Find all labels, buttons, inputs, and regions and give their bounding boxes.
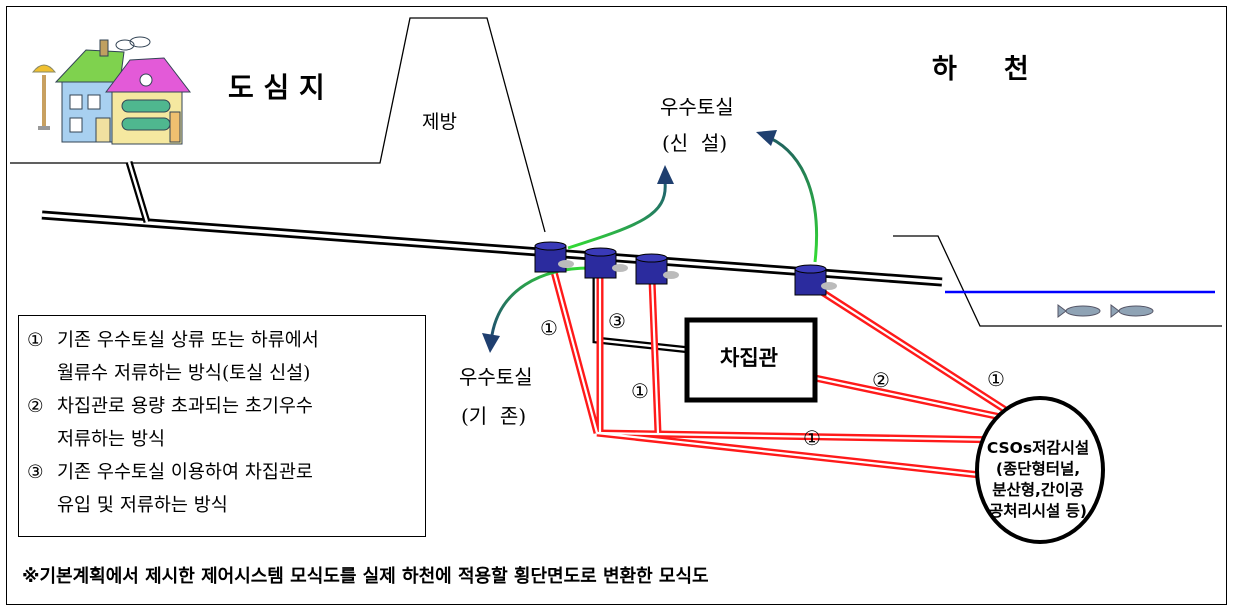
- ground-profile-left: [10, 17, 546, 233]
- red-storage-pipes: [549, 267, 1020, 479]
- levee-label: 제방: [422, 111, 457, 133]
- interceptor-inflow-pipe: [592, 262, 691, 354]
- marker-2: ②: [872, 368, 890, 392]
- river-label: 하 천: [932, 54, 1029, 85]
- new-chamber-arrow-2: [769, 136, 819, 263]
- legend-item-3-line-1: 기존 우수토실 이용하여 차집관로: [57, 462, 313, 483]
- old-chamber-label-2: (기 존): [461, 404, 527, 428]
- old-chamber-arrow: [490, 266, 591, 336]
- main-sewer-pipe: [41, 210, 943, 287]
- legend-item-1-line-2: 월류수 저류하는 방식(토실 신설): [57, 363, 311, 384]
- arrowhead-1: [657, 165, 674, 184]
- legend-item-2: ② 차집관로 용량 초과되는 초기우수 저류하는 방식: [27, 390, 419, 456]
- marker-1-left: ①: [540, 316, 558, 340]
- figure-caption: ※기본계획에서 제시한 제어시스템 모식도를 실제 하천에 적용할 횡단면도로 …: [22, 566, 709, 587]
- legend-item-2-line-2: 저류하는 방식: [57, 429, 166, 450]
- legend-item-3-number: ③: [27, 462, 44, 483]
- interceptor-label: 차집관: [720, 346, 778, 370]
- city-label: 도 심 지: [228, 71, 325, 104]
- interceptor-box: [684, 317, 818, 403]
- chamber-3: [635, 253, 679, 285]
- arrowhead-2: [756, 130, 777, 146]
- marker-1-right: ①: [987, 367, 1005, 391]
- cso-facility-line-4: 공처리시설 등): [988, 502, 1088, 520]
- cso-facility-label: CSOs저감시설 (종단형터널, 분산형,간이공 공처리시설 등): [976, 438, 1100, 522]
- marker-1-middle: ①: [631, 379, 649, 403]
- cso-facility-line-1: CSOs저감시설: [986, 439, 1090, 457]
- house-connector-pipe: [125, 160, 151, 224]
- legend-item-3-line-2: 유입 및 저류하는 방식: [57, 495, 228, 516]
- chamber-4: [794, 264, 837, 296]
- marker-1-bottom: ①: [803, 426, 821, 450]
- cso-facility-circle: [975, 396, 1105, 544]
- legend-item-1-line-1: 기존 우수토실 상류 또는 하류에서: [57, 330, 319, 351]
- arrowhead-3: [482, 333, 500, 353]
- legend-item-2-number: ②: [27, 396, 44, 417]
- new-chamber-label-1: 우수토실: [660, 95, 734, 119]
- legend-item-1: ① 기존 우수토실 상류 또는 하류에서 월류수 저류하는 방식(토실 신설): [27, 324, 419, 390]
- chamber-2: [584, 247, 628, 279]
- legend-item-3: ③ 기존 우수토실 이용하여 차집관로 유입 및 저류하는 방식: [27, 456, 419, 522]
- legend-item-1-number: ①: [27, 330, 44, 351]
- cso-facility-line-3: 분산형,간이공: [992, 481, 1084, 499]
- legend-item-2-line-1: 차집관로 용량 초과되는 초기우수: [57, 396, 313, 417]
- fish-icon: [1057, 304, 1154, 318]
- house-icon: [31, 36, 192, 145]
- ground-profile-right: [893, 235, 1222, 327]
- diagram-frame: [6, 6, 1227, 605]
- new-chamber-label-2: (신 설): [662, 131, 728, 155]
- marker-3: ③: [608, 309, 626, 333]
- legend-box: ① 기존 우수토실 상류 또는 하류에서 월류수 저류하는 방식(토실 신설) …: [18, 315, 426, 537]
- old-chamber-label-1: 우수토실: [459, 365, 533, 389]
- chamber-1: [534, 241, 574, 273]
- cso-facility-line-2: (종단형터널,: [995, 460, 1081, 478]
- new-chamber-arrow-1: [567, 181, 667, 250]
